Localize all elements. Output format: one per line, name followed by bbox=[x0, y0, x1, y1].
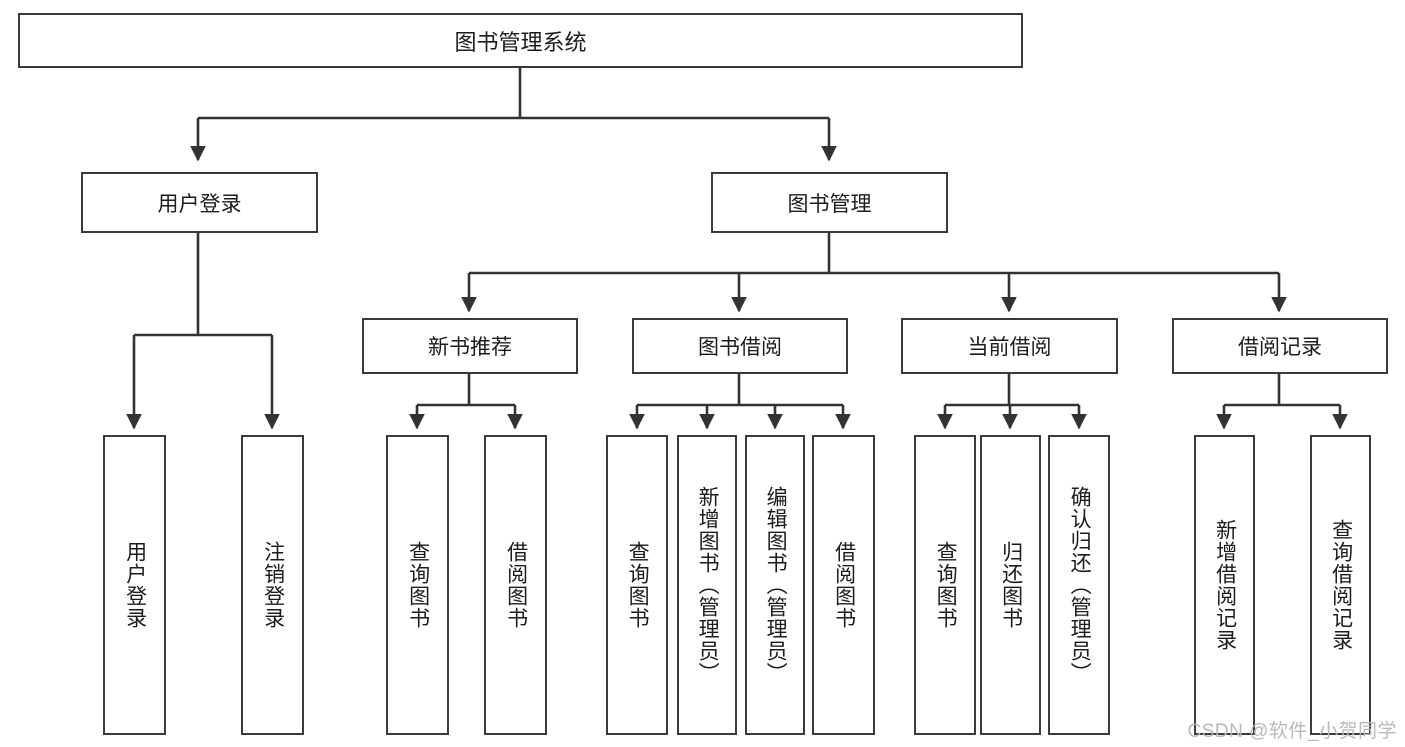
leaf-current-borrow-confirm[interactable]: 确认归还（管理员） bbox=[1048, 435, 1110, 735]
leaf-user-login-logout[interactable]: 注销登录 bbox=[241, 435, 304, 735]
leaf-book-borrow-borrow[interactable]: 借阅图书 bbox=[812, 435, 875, 735]
leaf-label: 新增图书（管理员） bbox=[696, 486, 720, 684]
leaf-label: 归还图书 bbox=[999, 541, 1023, 629]
leaf-label: 确认归还（管理员） bbox=[1068, 486, 1092, 684]
leaf-label: 新增借阅记录 bbox=[1213, 519, 1237, 651]
node-borrow-record[interactable]: 借阅记录 bbox=[1172, 318, 1388, 374]
leaf-label: 借阅图书 bbox=[832, 541, 856, 629]
leaf-user-login-login[interactable]: 用户登录 bbox=[103, 435, 166, 735]
leaf-new-book-borrow[interactable]: 借阅图书 bbox=[484, 435, 547, 735]
node-root[interactable]: 图书管理系统 bbox=[18, 13, 1023, 68]
leaf-label: 借阅图书 bbox=[504, 541, 528, 629]
leaf-label: 查询图书 bbox=[934, 541, 958, 629]
node-book-management[interactable]: 图书管理 bbox=[711, 172, 948, 233]
leaf-current-borrow-return[interactable]: 归还图书 bbox=[980, 435, 1041, 735]
leaf-label: 查询图书 bbox=[626, 541, 650, 629]
leaf-book-borrow-edit[interactable]: 编辑图书（管理员） bbox=[745, 435, 805, 735]
leaf-label: 编辑图书（管理员） bbox=[764, 486, 788, 684]
leaf-label: 查询借阅记录 bbox=[1329, 519, 1353, 651]
leaf-book-borrow-query[interactable]: 查询图书 bbox=[606, 435, 668, 735]
leaf-borrow-record-add[interactable]: 新增借阅记录 bbox=[1194, 435, 1255, 735]
leaf-new-book-query[interactable]: 查询图书 bbox=[386, 435, 449, 735]
leaf-borrow-record-query[interactable]: 查询借阅记录 bbox=[1310, 435, 1371, 735]
node-book-borrow[interactable]: 图书借阅 bbox=[632, 318, 848, 374]
node-current-borrow[interactable]: 当前借阅 bbox=[901, 318, 1118, 374]
leaf-label: 注销登录 bbox=[261, 541, 285, 629]
node-user-login[interactable]: 用户登录 bbox=[81, 172, 318, 233]
node-new-book-recommend[interactable]: 新书推荐 bbox=[362, 318, 578, 374]
leaf-label: 用户登录 bbox=[123, 541, 147, 629]
leaf-current-borrow-query[interactable]: 查询图书 bbox=[914, 435, 976, 735]
leaf-label: 查询图书 bbox=[406, 541, 430, 629]
leaf-book-borrow-add[interactable]: 新增图书（管理员） bbox=[677, 435, 737, 735]
